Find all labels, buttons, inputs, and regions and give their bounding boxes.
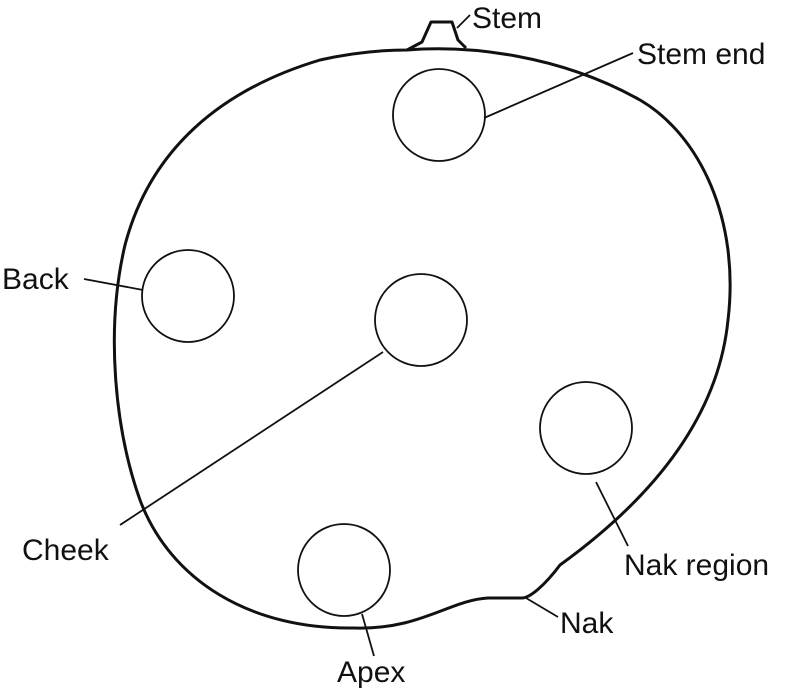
stem-shape [406, 20, 468, 52]
cheek-label: Cheek [22, 534, 110, 567]
cheek-leader [119, 351, 384, 526]
nak-leader [525, 597, 559, 618]
back-leader [83, 278, 144, 291]
stem-end-spot [392, 68, 486, 162]
apex-label: Apex [337, 656, 405, 689]
cheek-spot [374, 273, 468, 367]
nak-region-spot [539, 381, 633, 475]
back-spot [141, 249, 235, 343]
apex-leader [361, 613, 375, 657]
nak-label: Nak [560, 607, 614, 640]
fruit-outline [112, 47, 732, 630]
nak-region-leader [595, 481, 629, 547]
stem-end-leader [483, 52, 634, 119]
stem-leader [456, 14, 471, 29]
apex-spot [297, 523, 391, 617]
back-label: Back [2, 263, 70, 296]
stem-label: Stem [472, 2, 542, 35]
stem-end-label: Stem end [637, 38, 765, 71]
nak-region-label: Nak region [624, 549, 769, 582]
